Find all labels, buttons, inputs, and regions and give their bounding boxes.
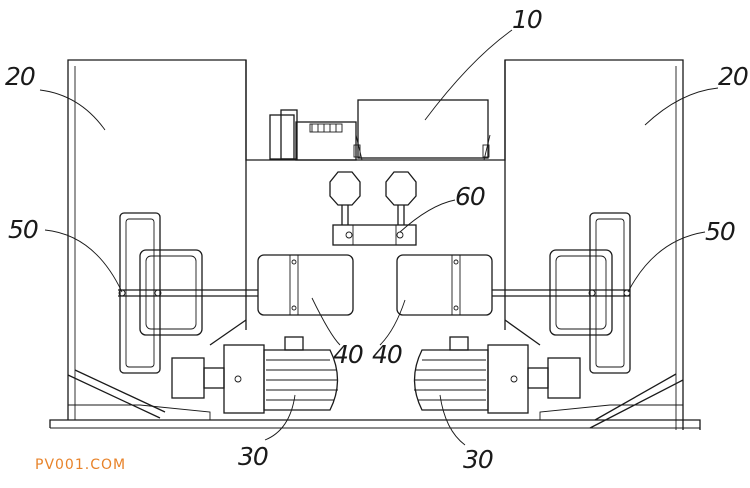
label-20-right: 20 [718, 62, 748, 91]
top-equipment [269, 99, 491, 161]
label-30-left: 30 [238, 442, 268, 471]
label-20-left: 20 [5, 62, 35, 91]
watermark: PV001.COM [35, 457, 126, 473]
motor-left [171, 336, 339, 414]
label-40-right: 40 [372, 340, 402, 369]
label-50-right: 50 [705, 217, 735, 246]
label-50-left: 50 [8, 215, 38, 244]
label-40-left: 40 [333, 340, 363, 369]
housing-frame [49, 59, 701, 430]
center-blocks [257, 254, 493, 316]
reference-labels: 20 20 10 60 50 50 40 40 30 30 [5, 5, 749, 474]
label-30-right: 30 [463, 445, 493, 474]
label-10: 10 [512, 5, 542, 34]
gauge-assembly [329, 171, 417, 246]
agitator-right [492, 212, 631, 374]
leader-lines [39, 29, 719, 446]
motor-right [413, 336, 581, 414]
agitator-left [118, 212, 258, 374]
label-60: 60 [455, 182, 485, 211]
